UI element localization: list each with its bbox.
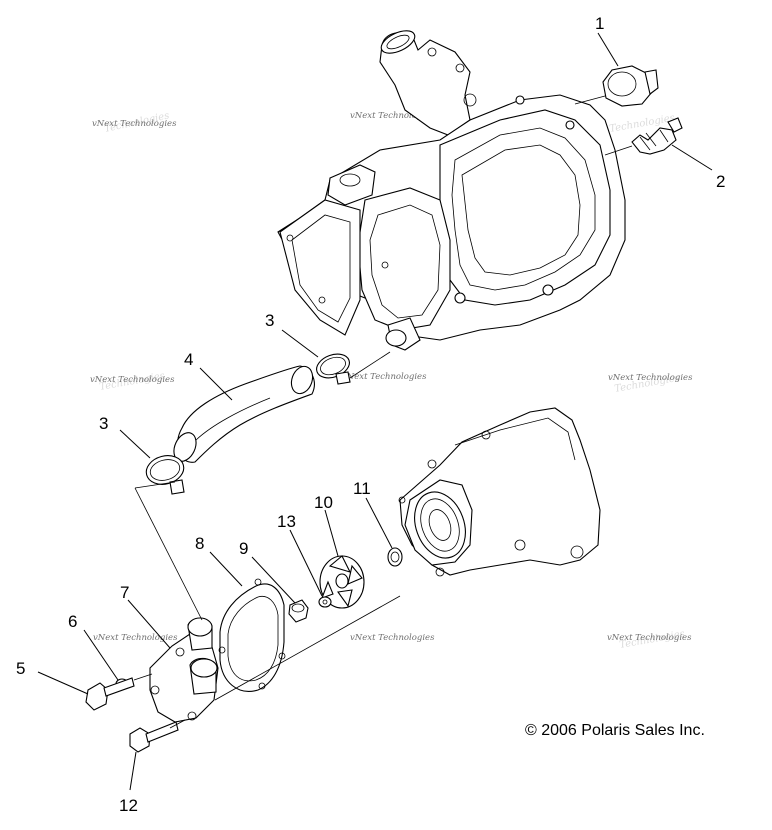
callout-10: 10 bbox=[314, 493, 333, 512]
part-13-washer bbox=[318, 596, 332, 608]
watermark: vNext Technologies bbox=[342, 372, 427, 382]
part-3-clamp-lower bbox=[145, 455, 185, 495]
callout-6: 6 bbox=[68, 612, 77, 631]
callout-9: 9 bbox=[239, 539, 248, 558]
watermark: vNext Technologies bbox=[607, 633, 692, 643]
part-11-seal bbox=[387, 547, 403, 567]
watermark: vNext Technologies bbox=[90, 375, 175, 385]
callout-7: 7 bbox=[120, 583, 129, 602]
watermark: vNext Technologies bbox=[93, 633, 178, 643]
callout-13: 13 bbox=[277, 512, 296, 531]
callout-1: 1 bbox=[595, 14, 604, 33]
part-5-bolt bbox=[85, 677, 135, 711]
part-3-clamp-upper bbox=[316, 353, 351, 385]
part-1-thermostat bbox=[602, 65, 659, 107]
callout-labels: 1 2 3 4 3 7 6 5 8 9 13 10 11 12 bbox=[16, 14, 725, 815]
part-7-pump-cover bbox=[149, 617, 219, 723]
part-10-impeller bbox=[319, 555, 365, 609]
part-8-gasket bbox=[218, 578, 286, 692]
center-lines bbox=[133, 95, 633, 729]
callout-11: 11 bbox=[353, 479, 371, 498]
watermark: vNext Technologies bbox=[350, 633, 435, 643]
callout-3-upper: 3 bbox=[265, 311, 274, 330]
part-2-temp-sensor bbox=[631, 117, 683, 155]
part-4-coolant-hose bbox=[173, 365, 315, 463]
callout-3-lower: 3 bbox=[99, 414, 108, 433]
callout-12: 12 bbox=[119, 796, 138, 815]
cylinder-head bbox=[277, 30, 626, 351]
callout-5: 5 bbox=[16, 659, 25, 678]
part-9-bolt bbox=[288, 599, 309, 623]
callout-2: 2 bbox=[716, 172, 725, 191]
crankcase-cover bbox=[398, 407, 601, 577]
leader-lines bbox=[37, 32, 713, 791]
copyright-notice: © 2006 Polaris Sales Inc. bbox=[525, 722, 705, 739]
part-12-bolt bbox=[129, 721, 179, 753]
callout-8: 8 bbox=[195, 534, 204, 553]
watermark: vNext Technologies bbox=[608, 373, 693, 383]
watermark: vNext Technologies bbox=[92, 119, 177, 129]
callout-4: 4 bbox=[184, 350, 193, 369]
watermark: vNext Technologies bbox=[350, 111, 435, 121]
